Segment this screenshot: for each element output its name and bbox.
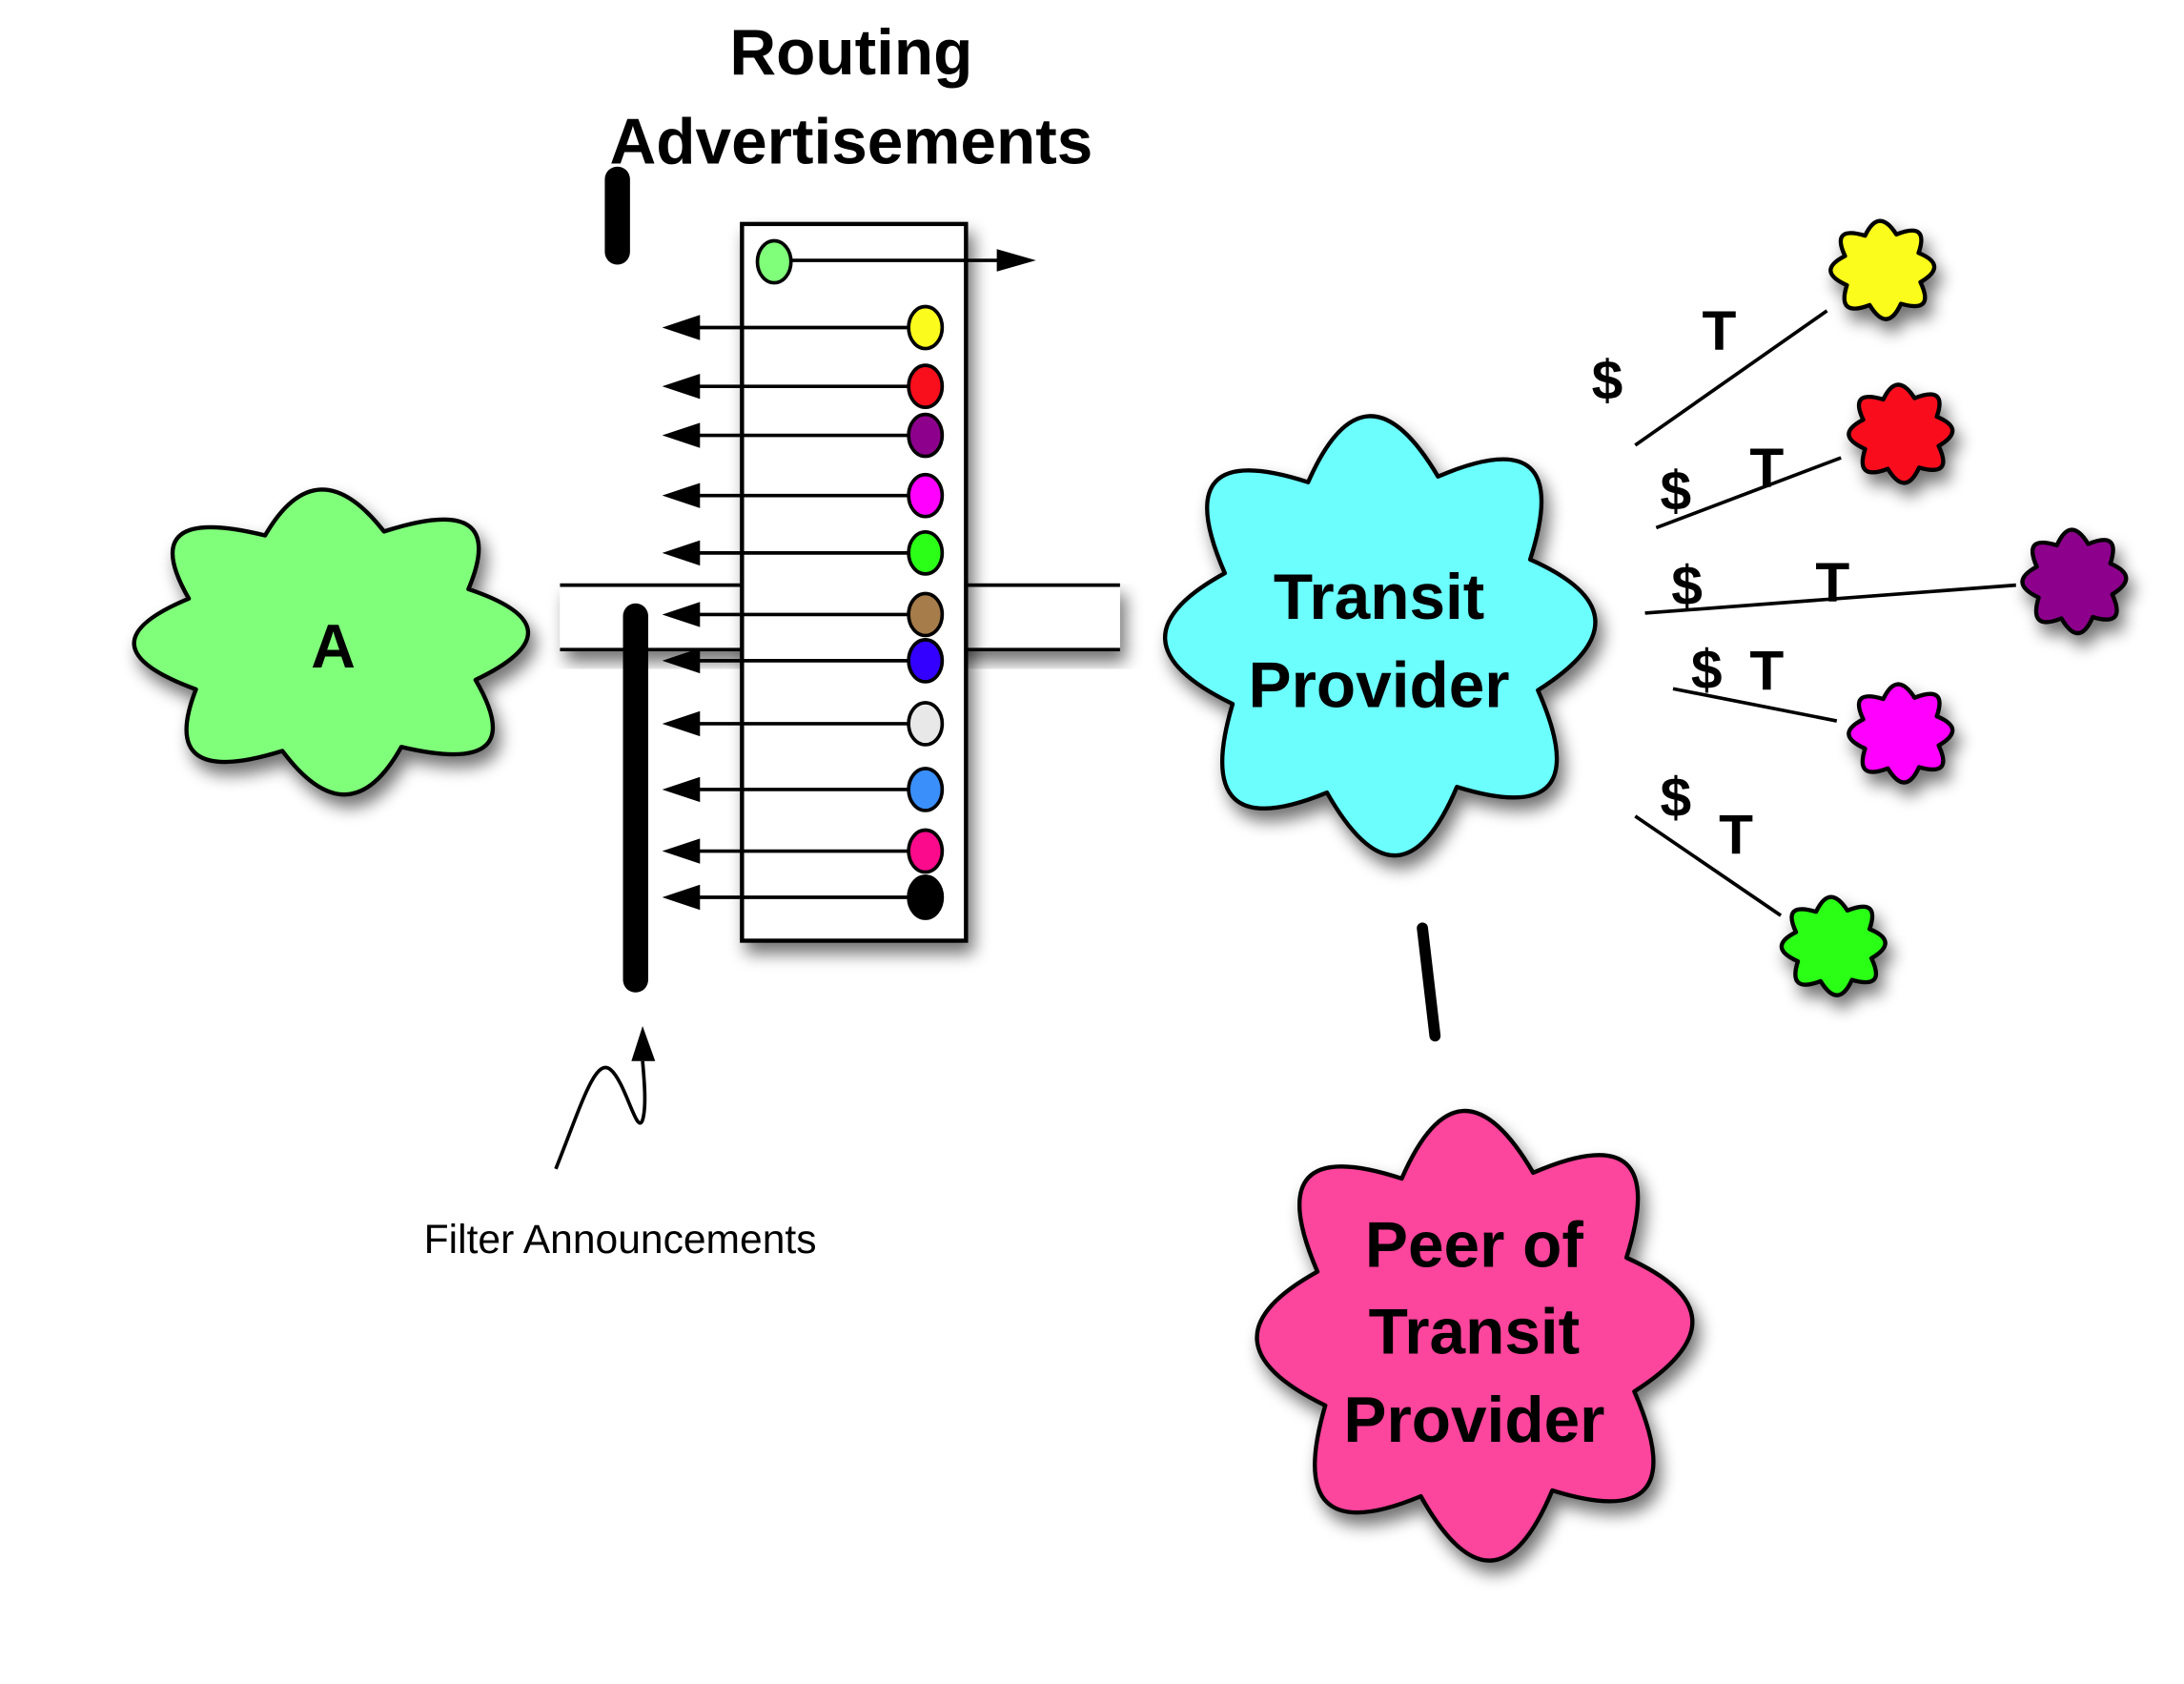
inbound-route-arrowhead (662, 483, 701, 508)
customer-cloud-green (1779, 894, 1888, 997)
inbound-route-arrowhead (662, 315, 701, 340)
customer-cloud-magenta (1847, 682, 1955, 785)
route-prefix-inbound (907, 591, 945, 638)
title-line-1: Routing (729, 17, 972, 89)
peering-link (1417, 922, 1441, 1042)
cost-label-magenta: $ (1691, 639, 1723, 701)
title-line-2: Advertisements (610, 107, 1093, 178)
cloud-peer-of-transit-provider (1255, 1108, 1695, 1563)
transit-label-line-2: Provider (1249, 649, 1510, 721)
inbound-route-arrowhead (662, 540, 701, 566)
transit-label-line-1: Transit (1274, 562, 1484, 633)
inbound-route-arrowhead (662, 884, 701, 911)
cost-label-yellow: $ (1592, 349, 1623, 411)
cost-label-red: $ (1661, 460, 1692, 522)
route-arrows (662, 238, 1036, 920)
cost-label-purple: $ (1671, 555, 1703, 617)
cloud-a-label: A (311, 612, 356, 681)
customer-cloud-red (1847, 382, 1955, 485)
customer-link-magenta (1672, 687, 1838, 723)
route-prefix-inbound (907, 767, 945, 812)
transit-label-purple: T (1815, 552, 1849, 614)
customer-clouds (1779, 218, 2129, 997)
inbound-route-arrowhead (662, 373, 701, 400)
route-prefix-inbound (907, 828, 945, 874)
transit-label-magenta: T (1749, 641, 1784, 703)
transit-label-yellow: T (1702, 300, 1736, 362)
outbound-route-arrowhead (996, 249, 1036, 272)
inbound-route-arrowhead (662, 602, 701, 627)
route-prefix-outbound (755, 238, 793, 285)
customer-link-red (1655, 456, 1842, 530)
peer-label-line-2: Transit (1369, 1297, 1580, 1368)
customer-links (1634, 309, 2016, 917)
peer-label-line-1: Peer of (1365, 1210, 1583, 1282)
peer-label-line-3: Provider (1343, 1385, 1604, 1456)
filter-pointer-arrowhead (631, 1026, 656, 1061)
filter-label: Filter Announcements (424, 1217, 817, 1263)
transit-label-red: T (1749, 438, 1784, 500)
transit-label-green: T (1719, 804, 1753, 866)
route-prefix-inbound (907, 304, 945, 351)
customer-cloud-yellow (1828, 218, 1937, 321)
inbound-route-arrowhead (662, 838, 701, 864)
customer-cloud-purple (2020, 527, 2129, 636)
cost-label-green: $ (1661, 767, 1692, 829)
inbound-route-arrowhead (662, 710, 701, 737)
route-prefix-inbound (907, 412, 945, 459)
route-prefix-inbound (907, 701, 945, 747)
customer-link-green (1634, 814, 1783, 917)
customer-link-purple (1644, 583, 2016, 615)
cloud-transit-provider (1163, 414, 1598, 858)
inbound-route-arrowhead (662, 422, 701, 448)
route-prefix-inbound (907, 638, 945, 684)
route-prefix-inbound (907, 472, 945, 519)
route-prefix-inbound (907, 874, 945, 920)
inbound-route-arrowhead (662, 647, 701, 674)
route-prefix-inbound (907, 363, 945, 410)
inbound-route-arrowhead (662, 776, 701, 803)
filter-pointer-arrow (554, 1060, 647, 1170)
customer-link-yellow (1634, 309, 1828, 447)
route-prefix-inbound (907, 530, 945, 576)
cloud-a (132, 487, 531, 797)
